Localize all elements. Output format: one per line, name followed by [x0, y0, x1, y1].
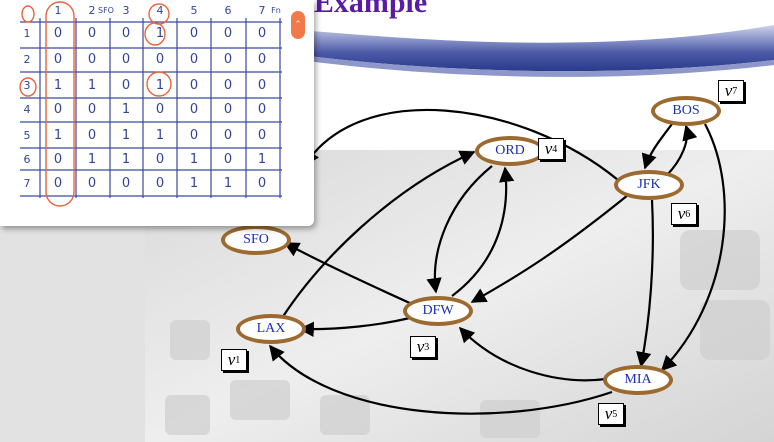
matrix-cell: 1	[148, 26, 172, 42]
matrix-cell: 0	[250, 52, 274, 68]
chevron-up-down-icon: ⌃	[294, 20, 302, 30]
matrix-cell: 0	[114, 52, 138, 68]
matrix-cell: 0	[46, 102, 70, 118]
matrix-col-header: 1	[46, 3, 70, 19]
matrix-col-header: 5	[182, 3, 206, 19]
matrix-row-header: 4	[20, 102, 34, 118]
matrix-col-header: 6	[216, 3, 240, 19]
matrix-cell: 1	[114, 152, 138, 168]
scroll-handle-button[interactable]: ⌃	[291, 11, 305, 39]
matrix-cell: 0	[114, 26, 138, 42]
matrix-col-header: 3	[114, 3, 138, 19]
matrix-cell: 1	[250, 152, 274, 168]
matrix-cell: 0	[148, 152, 172, 168]
matrix-cell: 0	[80, 102, 104, 118]
matrix-col-header: 4	[148, 3, 172, 19]
matrix-row-header: 1	[20, 26, 34, 42]
matrix-row-header: 6	[20, 152, 34, 168]
matrix-cell: 1	[80, 78, 104, 94]
matrix-cell: 0	[216, 26, 240, 42]
matrix-cell: 0	[250, 78, 274, 94]
matrix-cell: 1	[182, 176, 206, 192]
matrix-cell: 0	[182, 52, 206, 68]
node-dfw: DFW	[403, 296, 473, 326]
matrix-cell: 1	[182, 152, 206, 168]
matrix-cell: 0	[250, 128, 274, 144]
matrix-cell: 0	[182, 26, 206, 42]
matrix-cell: 0	[182, 102, 206, 118]
matrix-cell: 1	[46, 128, 70, 144]
matrix-cell: 0	[46, 152, 70, 168]
matrix-cell: 1	[148, 78, 172, 94]
matrix-cell: 0	[80, 26, 104, 42]
matrix-cell: 0	[46, 176, 70, 192]
matrix-cell: 1	[46, 78, 70, 94]
matrix-cell: 0	[250, 26, 274, 42]
matrix-cell: 0	[216, 78, 240, 94]
node-ord: ORD	[475, 136, 545, 166]
matrix-row-header: 5	[20, 128, 34, 144]
node-bos: BOS	[651, 96, 721, 126]
matrix-cell: 0	[114, 78, 138, 94]
matrix-cell: 0	[182, 128, 206, 144]
node-jfk: JFK	[614, 170, 684, 200]
matrix-cell: 0	[216, 102, 240, 118]
matrix-cell: 1	[114, 128, 138, 144]
matrix-cell: 1	[114, 102, 138, 118]
matrix-cell: 0	[216, 128, 240, 144]
matrix-cell: 0	[216, 52, 240, 68]
matrix-row-header: 2	[20, 52, 34, 68]
matrix-row-header: 7	[20, 176, 34, 192]
node-lax: LAX	[236, 314, 306, 344]
matrix-cell: 1	[80, 152, 104, 168]
matrix-cell: 0	[80, 128, 104, 144]
matrix-cell: 0	[46, 52, 70, 68]
matrix-cell: 0	[80, 176, 104, 192]
matrix-cell: 1	[148, 128, 172, 144]
matrix-cell: 0	[250, 176, 274, 192]
matrix-cell: 0	[46, 26, 70, 42]
matrix-cell: 0	[250, 102, 274, 118]
matrix-cell: 0	[148, 102, 172, 118]
matrix-col-header-extra: Fn	[264, 3, 288, 19]
matrix-cell: 0	[182, 78, 206, 94]
matrix-row-header: 3	[20, 78, 34, 94]
matrix-cell: 0	[216, 152, 240, 168]
matrix-cell: 0	[148, 176, 172, 192]
matrix-cell: 1	[216, 176, 240, 192]
node-mia: MIA	[603, 365, 673, 395]
matrix-cell: 0	[80, 52, 104, 68]
matrix-cell: 0	[148, 52, 172, 68]
matrix-cell: 0	[114, 176, 138, 192]
node-sfo: SFO	[221, 225, 291, 255]
